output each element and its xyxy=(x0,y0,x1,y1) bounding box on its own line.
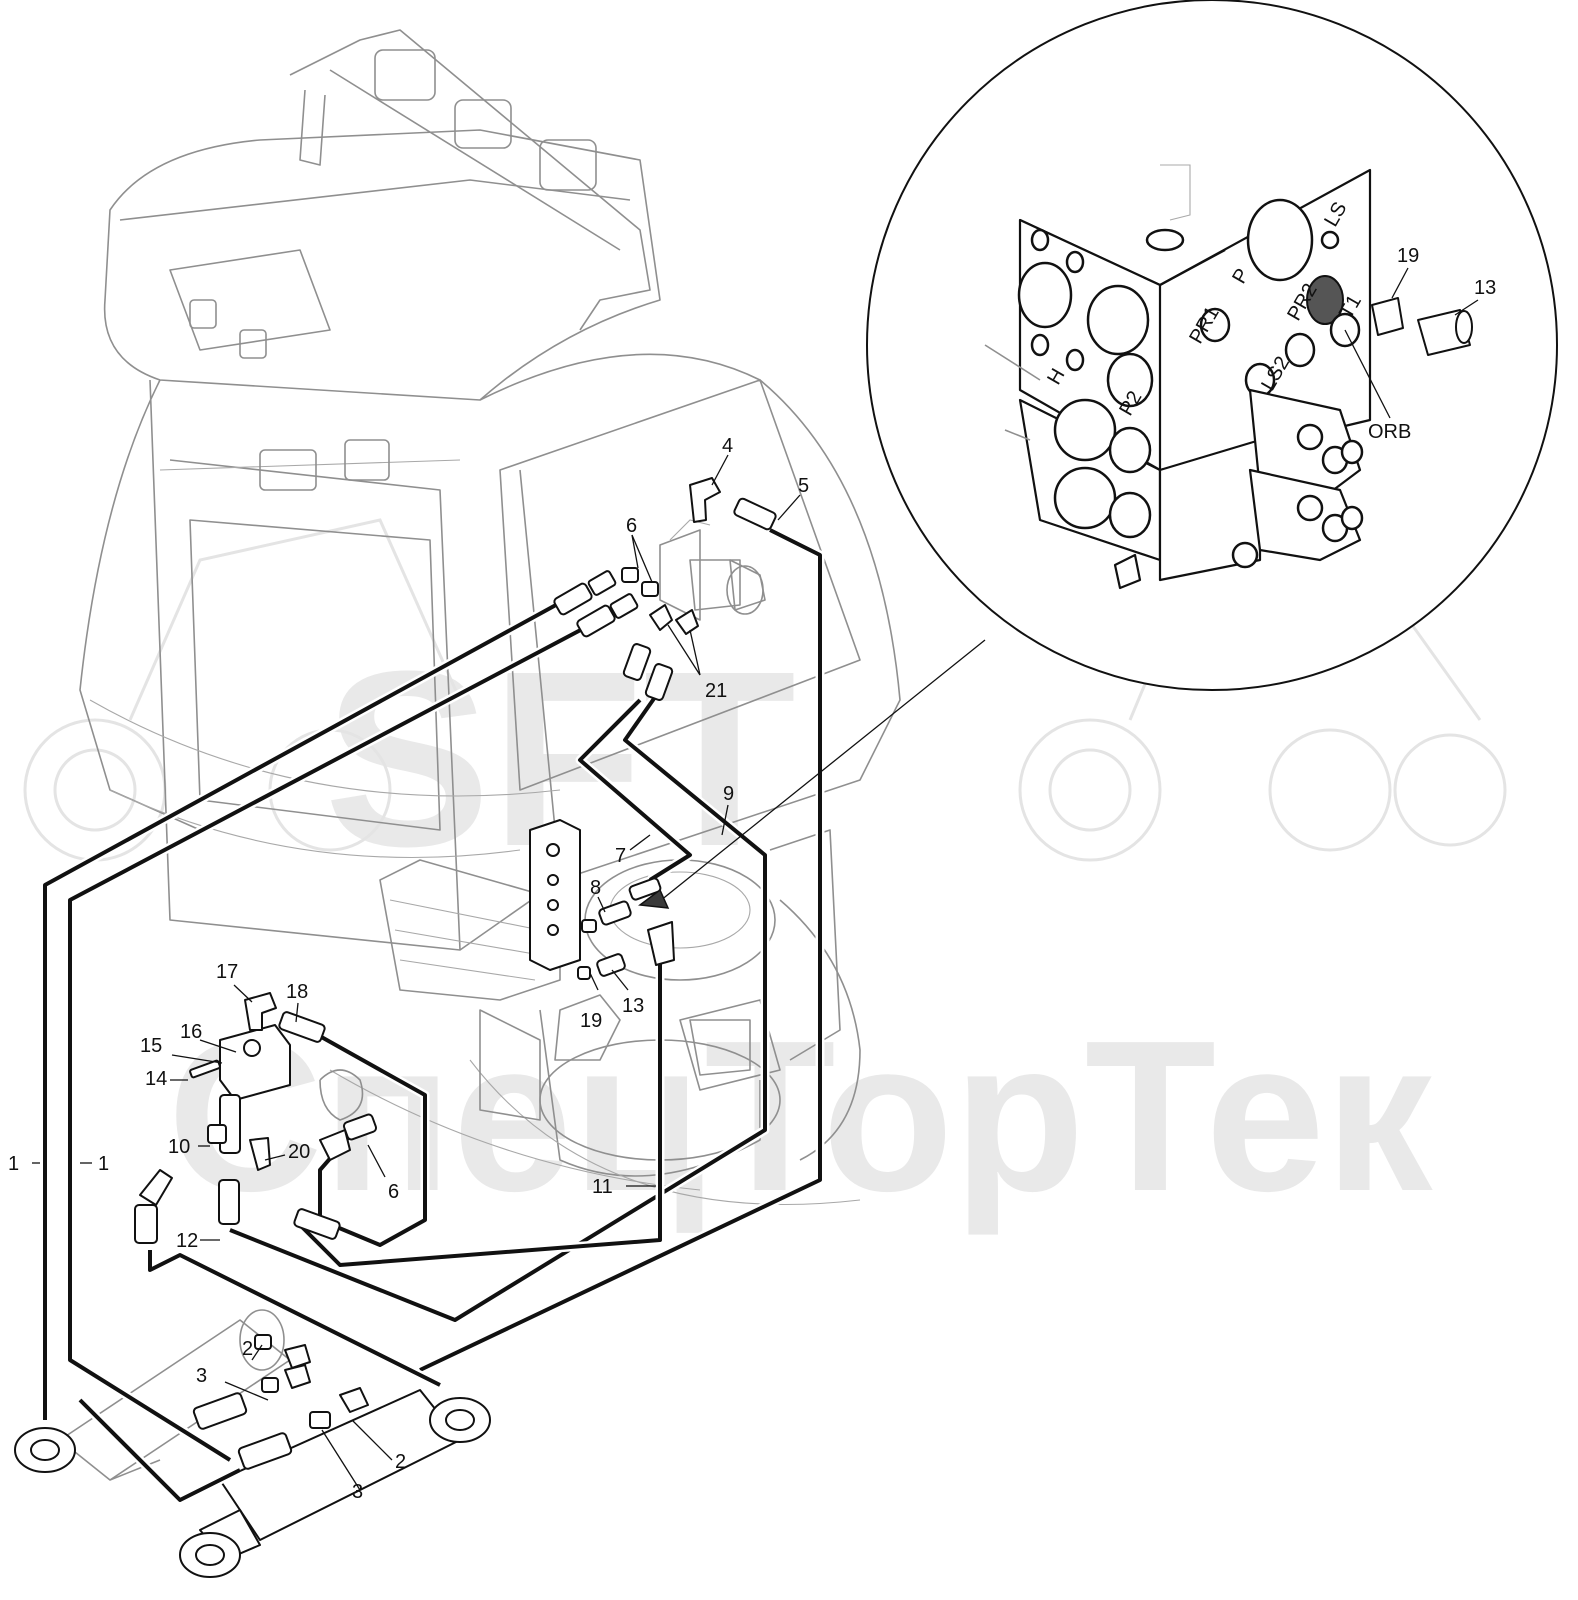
callout-1b: 1 xyxy=(98,1153,109,1175)
callout-12: 12 xyxy=(176,1230,198,1252)
callout-6b: 6 xyxy=(388,1181,399,1203)
detail-callout-orb: ORB xyxy=(1368,421,1411,443)
hose-routes xyxy=(40,525,825,1505)
callout-19: 19 xyxy=(580,1010,602,1032)
callout-2b: 2 xyxy=(395,1451,406,1473)
callout-1a: 1 xyxy=(8,1153,19,1175)
hose-bottom-rung xyxy=(78,1398,241,1502)
detail-fitting-19-icon xyxy=(1371,297,1404,336)
callout-7: 7 xyxy=(615,845,626,867)
detail-view: 19 13 ORB P LS PR1 PR2 T1 H P2 LS2 xyxy=(638,0,1558,909)
hose-11 xyxy=(298,960,662,1267)
callout-21: 21 xyxy=(705,680,727,702)
callout-14: 14 xyxy=(145,1068,167,1090)
detail-view-connector xyxy=(654,639,986,906)
roof-light-bar xyxy=(289,29,651,331)
hydraulic-cylinder-rear xyxy=(14,1309,291,1481)
callout-leaders xyxy=(32,454,801,1491)
solenoid-valve xyxy=(659,519,764,621)
callout-18: 18 xyxy=(286,981,308,1003)
callout-11: 11 xyxy=(592,1176,613,1198)
callout-6a: 6 xyxy=(626,515,637,537)
detail-callout-13: 13 xyxy=(1474,277,1496,299)
fittings xyxy=(134,477,777,1470)
watermark: SFT СпецТорТек xyxy=(23,518,1507,1236)
detail-callout-19: 19 xyxy=(1397,245,1419,267)
callout-labels: 1 1 2 2 3 3 4 5 6 6 7 8 9 10 11 12 13 14… xyxy=(8,435,809,1503)
callout-20: 20 xyxy=(288,1141,310,1163)
callout-4: 4 xyxy=(722,435,733,457)
callout-9: 9 xyxy=(723,783,734,805)
callout-3b: 3 xyxy=(352,1481,363,1503)
hose-7 xyxy=(578,698,692,882)
callout-15: 15 xyxy=(140,1035,162,1057)
hose-1-outer xyxy=(43,598,566,1420)
orb-port-icon xyxy=(1306,275,1344,325)
hose-1-inner xyxy=(68,623,591,1462)
callout-5: 5 xyxy=(798,475,809,497)
hose-5 xyxy=(419,528,822,1372)
cab-outline xyxy=(79,129,901,951)
callout-8: 8 xyxy=(590,877,601,899)
callout-16: 16 xyxy=(180,1021,202,1043)
hose-lower-link xyxy=(148,1250,441,1387)
valve-bank xyxy=(529,819,751,1076)
watermark-company-text: СпецТорТек xyxy=(167,995,1433,1236)
callout-17: 17 xyxy=(216,961,238,983)
callout-3a: 3 xyxy=(196,1365,207,1387)
callout-2a: 2 xyxy=(242,1338,253,1360)
callout-13: 13 xyxy=(622,995,644,1017)
hose-loop xyxy=(299,1023,427,1247)
hose-9 xyxy=(229,688,767,1322)
callout-10: 10 xyxy=(168,1136,190,1158)
hydraulic-cylinder-front xyxy=(179,1389,491,1578)
